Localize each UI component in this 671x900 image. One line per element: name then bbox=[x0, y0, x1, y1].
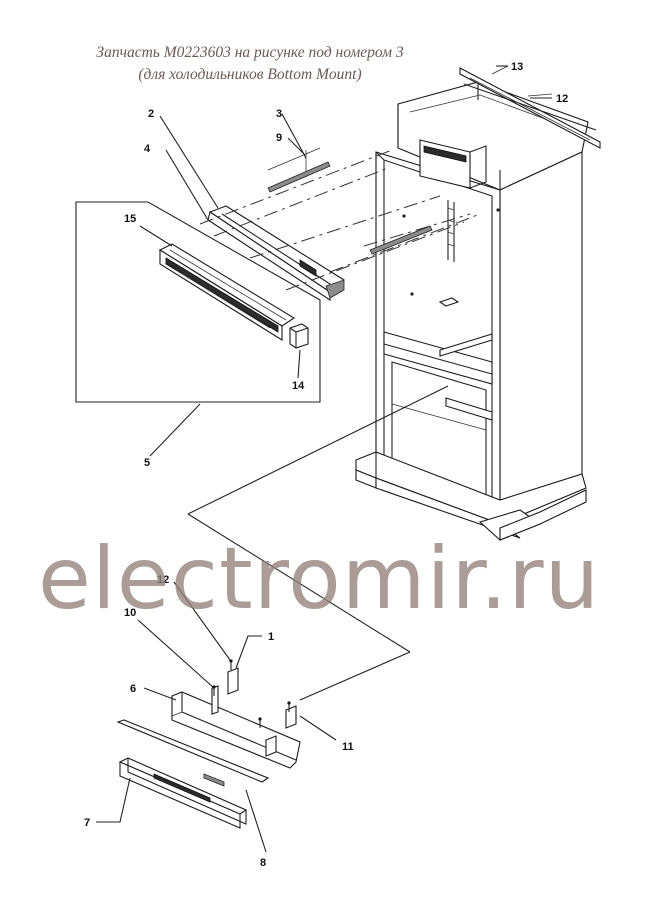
assembly-outline-lower bbox=[187, 385, 449, 701]
callout-9: 9 bbox=[276, 132, 282, 144]
assembly-lines-upper bbox=[199, 147, 481, 291]
callout-5: 5 bbox=[144, 457, 150, 469]
callout-11: 11 bbox=[342, 741, 354, 753]
caption-line-2: (для холодильников Bottom Mount) bbox=[138, 66, 362, 83]
callout-12-bottom: 12 bbox=[157, 574, 169, 586]
watermark: electromir.ru bbox=[38, 529, 601, 629]
caption-line-1: Запчасть M0223603 на рисунке под номером… bbox=[96, 44, 404, 61]
callout-4: 4 bbox=[144, 143, 151, 155]
detail-box-5 bbox=[75, 201, 321, 403]
callout-3: 3 bbox=[276, 108, 282, 120]
leader-lines bbox=[96, 65, 552, 853]
callout-2: 2 bbox=[148, 108, 154, 120]
callout-14: 14 bbox=[292, 380, 305, 392]
callout-10: 10 bbox=[124, 607, 136, 619]
callout-8: 8 bbox=[260, 857, 266, 869]
callout-15: 15 bbox=[124, 213, 136, 225]
lower-trim-assembly bbox=[116, 659, 301, 829]
callout-13: 13 bbox=[511, 61, 523, 73]
callout-6: 6 bbox=[130, 683, 136, 695]
callout-1: 1 bbox=[268, 631, 274, 643]
top-strip-parts bbox=[459, 65, 601, 149]
callout-7: 7 bbox=[84, 817, 90, 829]
part-9-rod bbox=[267, 150, 331, 193]
callouts: 13 12 2 3 9 4 15 14 5 12 10 1 6 11 7 8 bbox=[84, 61, 568, 869]
callout-12-top: 12 bbox=[556, 93, 568, 105]
refrigerator-cabinet bbox=[355, 81, 589, 541]
